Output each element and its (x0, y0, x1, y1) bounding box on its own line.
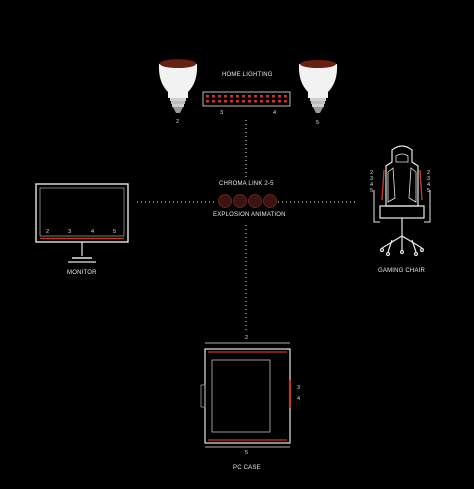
led-strip-segment (278, 100, 281, 103)
monitor-icon (35, 183, 129, 263)
led-strip-segment (218, 100, 221, 103)
led-strip-segment (248, 95, 251, 98)
bulb-right-number: 5 (316, 120, 320, 126)
monitor-label: MONITOR (67, 270, 97, 276)
led-strip-segment (242, 100, 245, 103)
led-strip-segment (236, 95, 239, 98)
led-strip-segment (260, 95, 263, 98)
led-strip-segment (230, 95, 233, 98)
led-strip-segment (212, 95, 215, 98)
chroma-link-title: CHROMA LINK 2-5 (219, 181, 274, 187)
led-strip-segment (278, 95, 281, 98)
link-dot-4 (248, 194, 262, 208)
link-dot-3 (233, 194, 247, 208)
home-lighting-label: HOME LIGHTING (222, 72, 273, 78)
chair-left-numbers: 2 3 4 5 (370, 170, 374, 194)
led-strip-segment (254, 95, 257, 98)
led-strip-segment (248, 100, 251, 103)
connector-lines (137, 120, 356, 330)
pc-case-top-number: 2 (245, 335, 249, 341)
link-dot-5 (263, 194, 277, 208)
gaming-chair-icon (373, 145, 431, 257)
led-strip-segment (266, 95, 269, 98)
bulb-left-number: 2 (176, 119, 180, 125)
explosion-animation-label: EXPLOSION ANIMATION (213, 212, 286, 218)
gaming-chair-label: GAMING CHAIR (378, 268, 426, 274)
led-strip-segment (272, 95, 275, 98)
led-strip-segment (284, 95, 287, 98)
link-dot-2 (218, 194, 232, 208)
led-strip-segment (272, 100, 275, 103)
pc-case-label: PC CASE (233, 465, 261, 471)
strip-left-number: 3 (220, 110, 224, 116)
led-strip-segment (284, 100, 287, 103)
monitor-zone-3: 3 (68, 229, 72, 235)
pc-case-bottom-number: 5 (245, 450, 249, 456)
led-strip-segment (266, 100, 269, 103)
led-strip-segment (218, 95, 221, 98)
led-strip-icon (202, 91, 291, 107)
monitor-zone-4: 4 (91, 229, 95, 235)
chroma-link-dots (218, 194, 277, 208)
bulb-left-icon (158, 59, 198, 113)
led-strip-segment (254, 100, 257, 103)
led-strip-segment (206, 100, 209, 103)
led-strip-segment (230, 100, 233, 103)
monitor-zone-2: 2 (46, 229, 50, 235)
led-strip-segment (206, 95, 209, 98)
pc-case-side-number-3: 3 (297, 385, 301, 391)
led-strip-segment (212, 100, 215, 103)
chair-right-numbers: 2 3 4 5 (427, 170, 431, 194)
bulb-right-icon (298, 60, 338, 113)
monitor-zone-5: 5 (113, 229, 117, 235)
strip-right-number: 4 (273, 110, 277, 116)
led-strip-segment (224, 95, 227, 98)
led-strip-segment (242, 95, 245, 98)
led-strip-segment (236, 100, 239, 103)
pc-case-side-number-4: 4 (297, 396, 301, 402)
pc-case-icon (200, 342, 292, 448)
led-strip-segment (260, 100, 263, 103)
led-strip-segment (224, 100, 227, 103)
